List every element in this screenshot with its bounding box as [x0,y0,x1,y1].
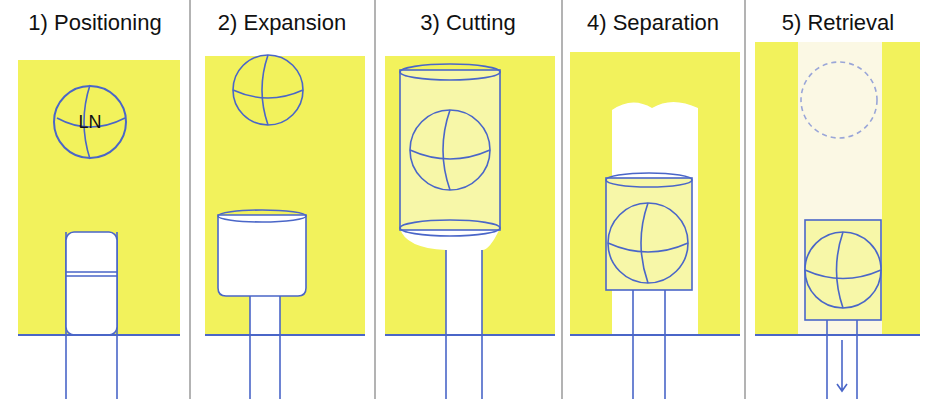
step-heading: 3) Cutting [420,10,515,36]
step-heading: 1) Positioning [28,10,161,36]
step-heading: 5) Retrieval [782,10,894,36]
lymph-node-circle: LN [53,85,127,159]
step-heading: 2) Expansion [218,10,346,36]
node-label: LN [77,112,102,133]
step-heading: 4) Separation [587,10,719,36]
